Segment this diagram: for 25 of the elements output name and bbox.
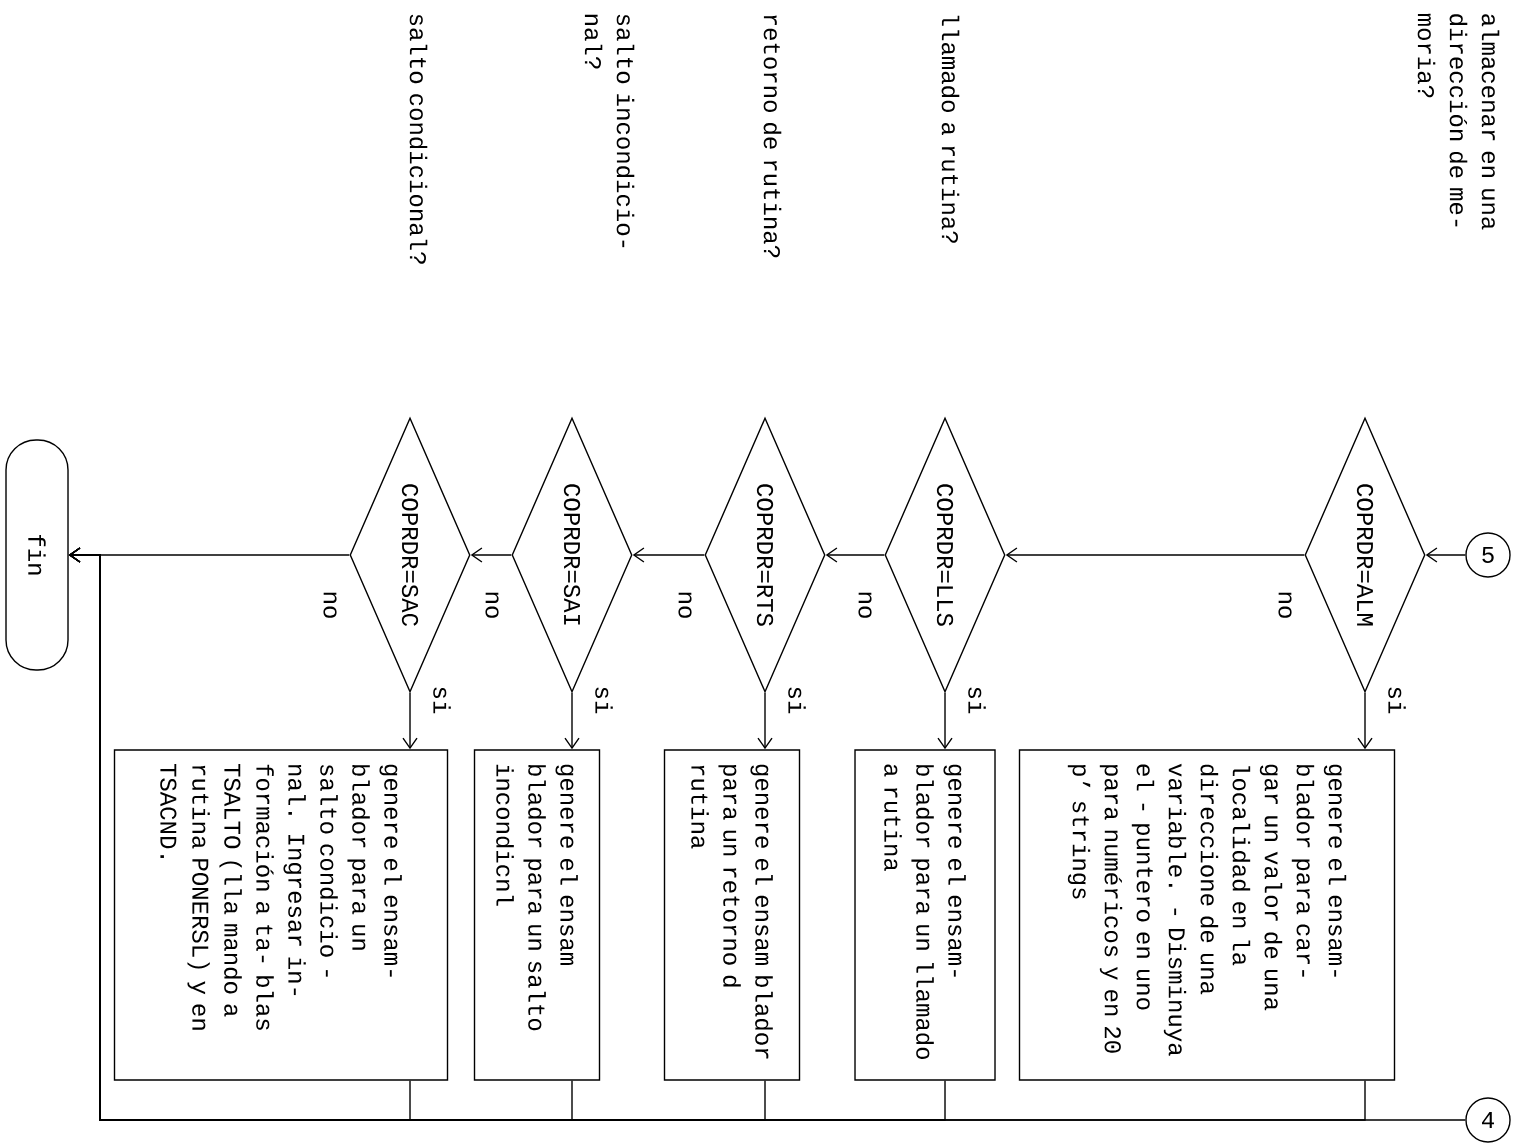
- process-box: genere el ensam blador para un retorno d rutina: [663, 749, 801, 1081]
- question-label: salto condicional?: [409, 14, 428, 264]
- arrow: [1357, 692, 1373, 750]
- arrow: [470, 547, 512, 563]
- process-box: genere el ensam- blador para un llamado a rutina: [854, 749, 996, 1081]
- terminal-box: fin: [5, 439, 69, 671]
- process-box: genere el ensam- blador para un salto condicio - nal. Ingresar in- formación a ta- blas TSALTO (lla mando a rutina PONERSL) y en TSACND.: [113, 749, 449, 1081]
- process-box: genere el ensam blador para un salto incondicnl: [473, 749, 601, 1081]
- arrow: [937, 692, 953, 750]
- edge-label: no: [483, 588, 501, 622]
- edge-label: no: [321, 588, 339, 622]
- question-label: llamado a rutina?: [941, 15, 960, 243]
- arrow: [1425, 547, 1466, 563]
- arrow: [1005, 547, 1305, 563]
- arrow: [402, 692, 418, 750]
- question-label: retorno de rutina?: [763, 15, 782, 258]
- arrow: [825, 547, 885, 563]
- edge-label: no: [856, 588, 874, 622]
- edge-label: no: [676, 588, 694, 622]
- arrow: [632, 547, 705, 563]
- question-label: almacenar en una dirección de me- moria?: [1417, 13, 1500, 230]
- arrow: [757, 692, 773, 750]
- edge-label: no: [1276, 588, 1294, 622]
- arrow: [564, 692, 580, 750]
- question-label: salto incondicio- nal?: [584, 14, 635, 248]
